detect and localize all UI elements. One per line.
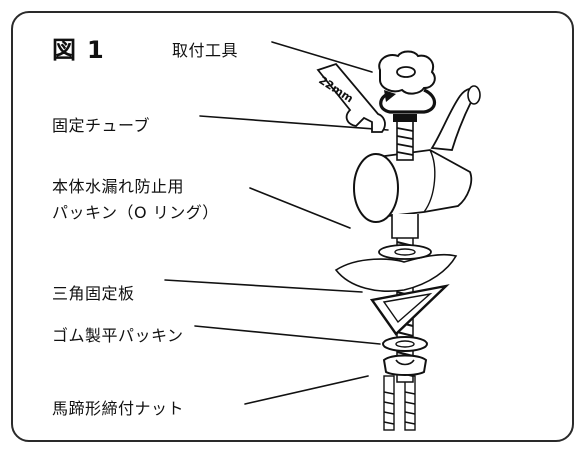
rotation-arrow — [379, 88, 437, 114]
spout — [430, 85, 481, 151]
label-tool: 取付工具 — [172, 41, 239, 60]
countertop — [334, 253, 458, 292]
horseshoe-nut — [382, 354, 428, 376]
figure-frame — [11, 11, 574, 442]
leader-rubber — [194, 325, 381, 345]
rubber-gasket — [382, 336, 428, 352]
figure-number: 1 — [87, 36, 105, 64]
leader-oring — [249, 187, 351, 229]
mounting-tool — [378, 50, 436, 95]
leader-tube — [199, 115, 389, 131]
figure-label: 図 — [52, 36, 77, 64]
label-nut: 馬蹄形締付ナット — [52, 399, 185, 418]
leader-nut — [244, 375, 369, 405]
wrench: 22mm — [316, 62, 386, 133]
supply-hoses — [383, 375, 416, 431]
label-tube: 固定チューブ — [52, 116, 151, 135]
leader-plate — [164, 279, 363, 293]
label-plate: 三角固定板 — [52, 284, 135, 303]
fixing-tube — [393, 114, 417, 161]
leader-tool — [271, 41, 373, 73]
label-oring-1: 本体水漏れ防止用 — [52, 177, 185, 196]
label-rubber: ゴム製平パッキン — [52, 326, 184, 345]
triangle-plate — [369, 284, 450, 336]
label-oring-2: パッキン（O リング） — [52, 203, 219, 222]
faucet-body — [353, 149, 473, 239]
